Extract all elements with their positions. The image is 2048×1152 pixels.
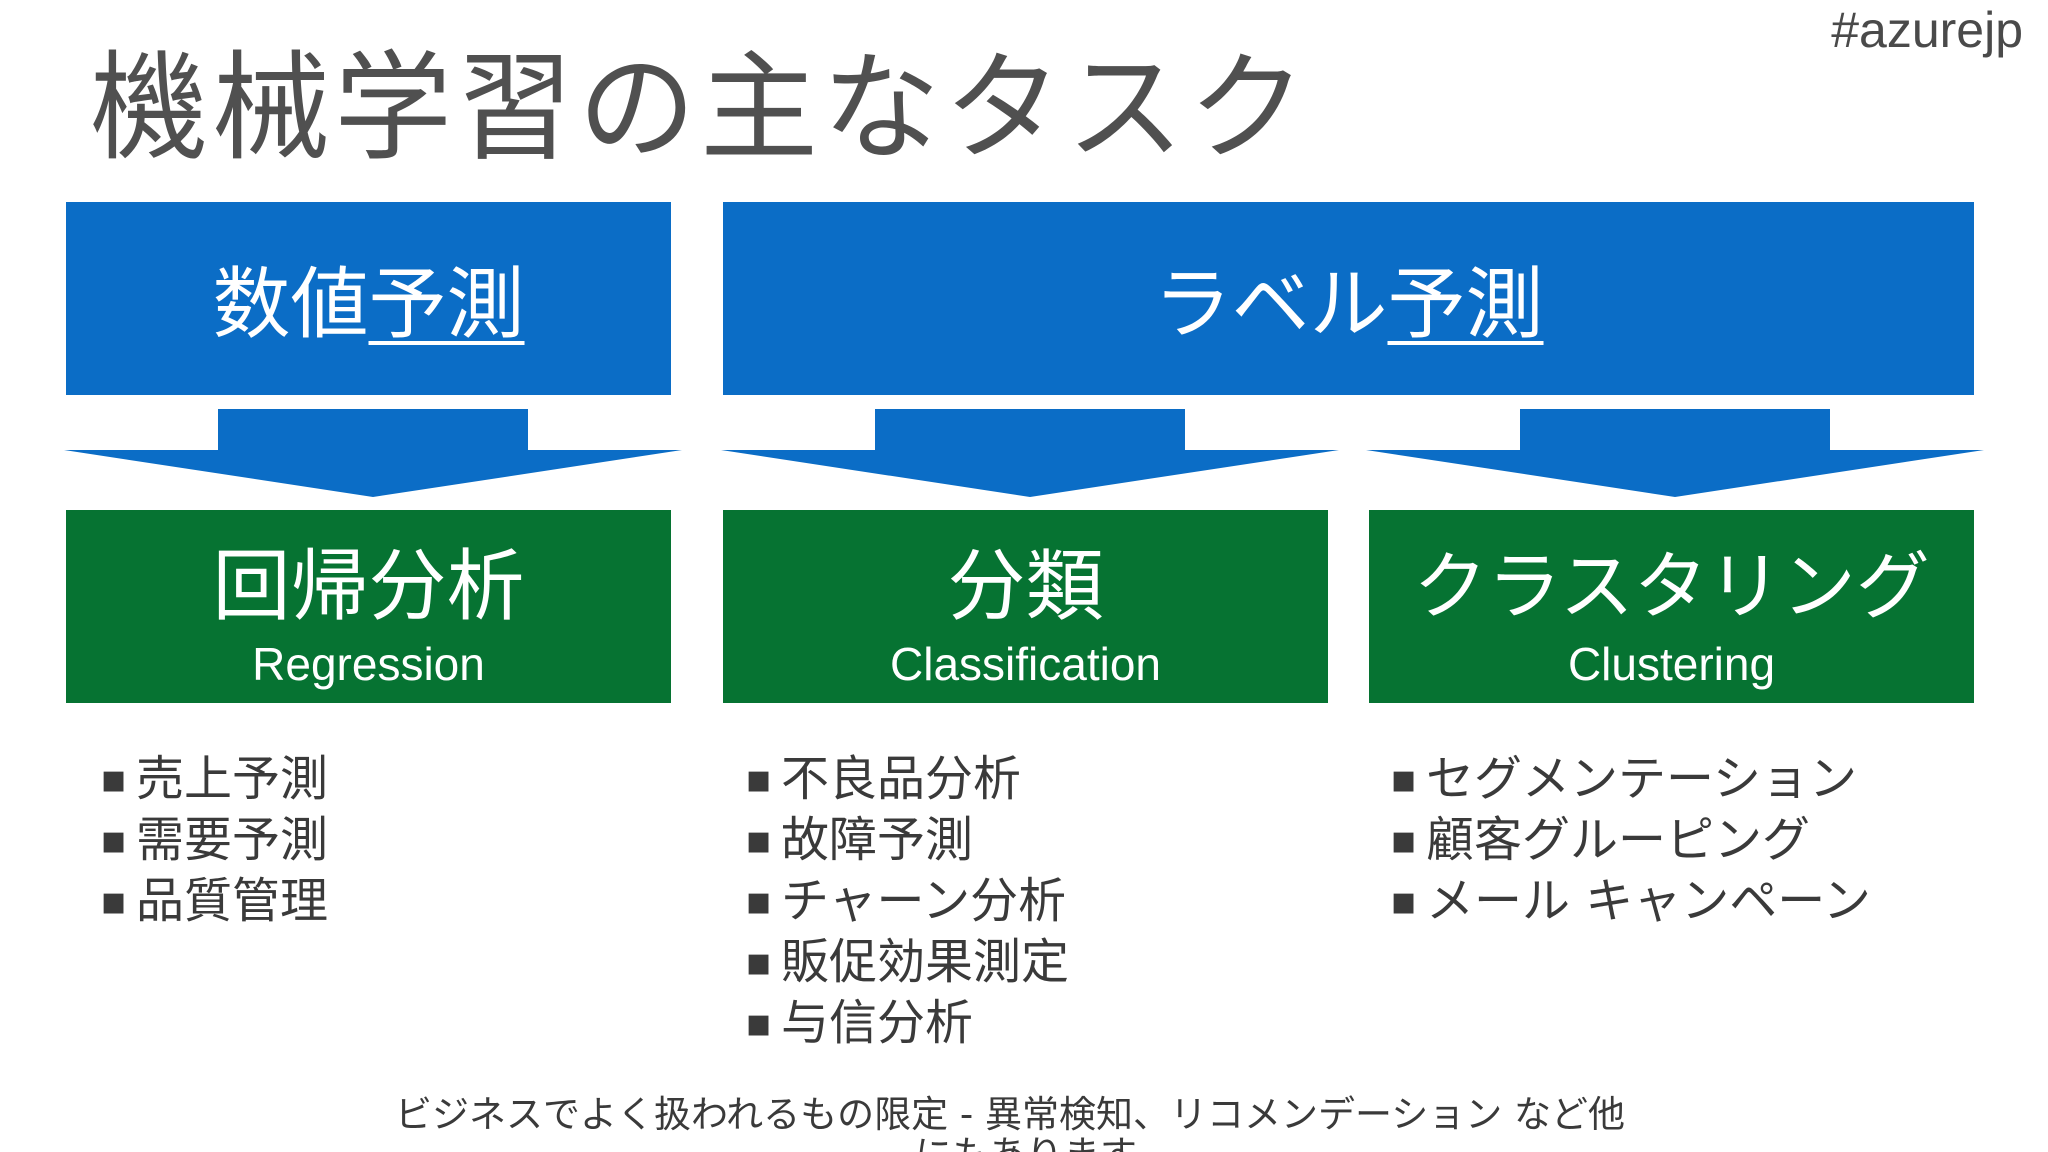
task-title-jp: 回帰分析	[212, 542, 525, 632]
list-item: ▪チャーン分析	[745, 871, 1069, 932]
bullet-icon: ▪	[745, 1000, 773, 1046]
page-title: 機械学習の主なタスク	[90, 39, 1311, 177]
footnote-line-2: にもあります	[915, 1132, 1137, 1152]
list-item-text: 品質管理	[136, 873, 329, 929]
list-item-text: 売上予測	[136, 751, 329, 807]
task-title-en: Clustering	[1567, 638, 1776, 690]
list-item: ▪販促効果測定	[745, 932, 1069, 993]
list-item-text: 与信分析	[781, 995, 974, 1051]
label-prediction-title-a: ラベル	[1153, 260, 1388, 350]
label-prediction-title-b: 予測	[1387, 260, 1544, 350]
arrow-regression	[64, 409, 682, 497]
list-item: ▪メール キャンペーン	[1390, 871, 1871, 932]
list-item-text: 需要予測	[136, 812, 329, 868]
bullet-icon: ▪	[100, 878, 128, 924]
task-title-en: Classification	[890, 638, 1161, 690]
bullet-icon: ▪	[745, 817, 773, 863]
hashtag: #azurejp	[1831, 2, 2023, 58]
classification-examples-list: ▪不良品分析 ▪故障予測 ▪チャーン分析 ▪販促効果測定 ▪与信分析	[745, 749, 1069, 1054]
list-item: ▪セグメンテーション	[1390, 749, 1871, 810]
bullet-icon: ▪	[100, 817, 128, 863]
list-item: ▪与信分析	[745, 993, 1069, 1054]
list-item: ▪需要予測	[100, 810, 328, 871]
list-item-text: メール キャンペーン	[1426, 873, 1871, 929]
bullet-icon: ▪	[1390, 817, 1418, 863]
task-title-jp: 分類	[947, 542, 1104, 632]
list-item: ▪売上予測	[100, 749, 328, 810]
list-item-text: 故障予測	[781, 812, 974, 868]
task-box-clustering: クラスタリング Clustering	[1369, 510, 1974, 703]
numeric-prediction-title-a: 数値	[212, 260, 369, 350]
bullet-icon: ▪	[100, 756, 128, 802]
clustering-examples-list: ▪セグメンテーション ▪顧客グルーピング ▪メール キャンペーン	[1390, 749, 1871, 932]
list-item-text: 顧客グルーピング	[1426, 812, 1811, 868]
task-title-jp: クラスタリング	[1413, 544, 1930, 630]
footnote-line-1: ビジネスでよく扱われるもの限定 - 異常検知、リコメンデーション など他	[395, 1093, 1626, 1136]
task-box-classification: 分類 Classification	[723, 510, 1328, 703]
numeric-prediction-title: 数値予測	[66, 260, 671, 350]
list-item: ▪故障予測	[745, 810, 1069, 871]
task-box-regression: 回帰分析 Regression	[66, 510, 671, 703]
bullet-icon: ▪	[745, 756, 773, 802]
list-item: ▪顧客グルーピング	[1390, 810, 1871, 871]
regression-examples-list: ▪売上予測 ▪需要予測 ▪品質管理	[100, 749, 328, 932]
task-title-en: Regression	[252, 638, 485, 690]
label-prediction-header: ラベル予測	[723, 202, 1974, 395]
list-item: ▪不良品分析	[745, 749, 1069, 810]
arrow-clustering	[1366, 409, 1984, 497]
bullet-icon: ▪	[745, 878, 773, 924]
arrow-classification	[721, 409, 1339, 497]
bullet-icon: ▪	[745, 939, 773, 985]
list-item: ▪品質管理	[100, 871, 328, 932]
list-item-text: 販促効果測定	[781, 934, 1070, 990]
list-item-text: セグメンテーション	[1426, 751, 1858, 807]
bullet-icon: ▪	[1390, 878, 1418, 924]
bullet-icon: ▪	[1390, 756, 1418, 802]
numeric-prediction-header: 数値予測	[66, 202, 671, 395]
list-item-text: 不良品分析	[781, 751, 1022, 807]
numeric-prediction-title-b: 予測	[368, 260, 525, 350]
label-prediction-title: ラベル予測	[723, 260, 1974, 350]
list-item-text: チャーン分析	[781, 873, 1067, 929]
